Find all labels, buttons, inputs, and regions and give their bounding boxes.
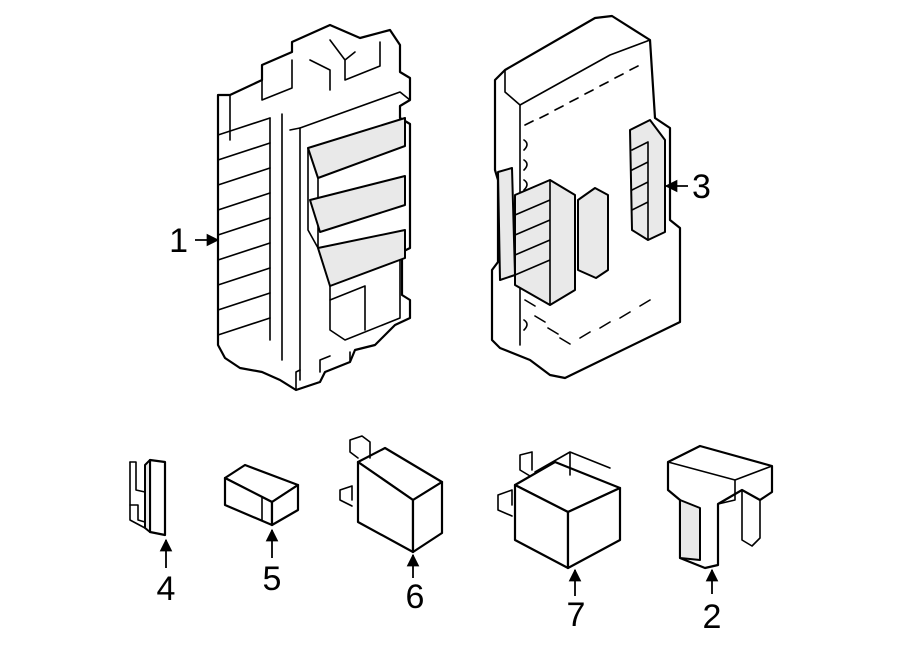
relay-small[interactable] [339,435,444,554]
callout-3: 3 [692,168,711,206]
callout-5: 5 [263,560,282,598]
callout-7: 7 [567,596,586,634]
fuse-box-main[interactable] [216,23,412,392]
callout-1: 1 [169,222,188,260]
blade-fuse[interactable] [129,458,167,537]
fuse-puller[interactable] [666,444,774,570]
mini-fuse[interactable] [223,463,300,527]
callout-2: 2 [703,598,722,636]
relay-large[interactable] [497,451,622,570]
callout-4: 4 [157,570,176,608]
fuse-box-cover[interactable] [490,14,682,380]
callout-6: 6 [406,578,425,616]
